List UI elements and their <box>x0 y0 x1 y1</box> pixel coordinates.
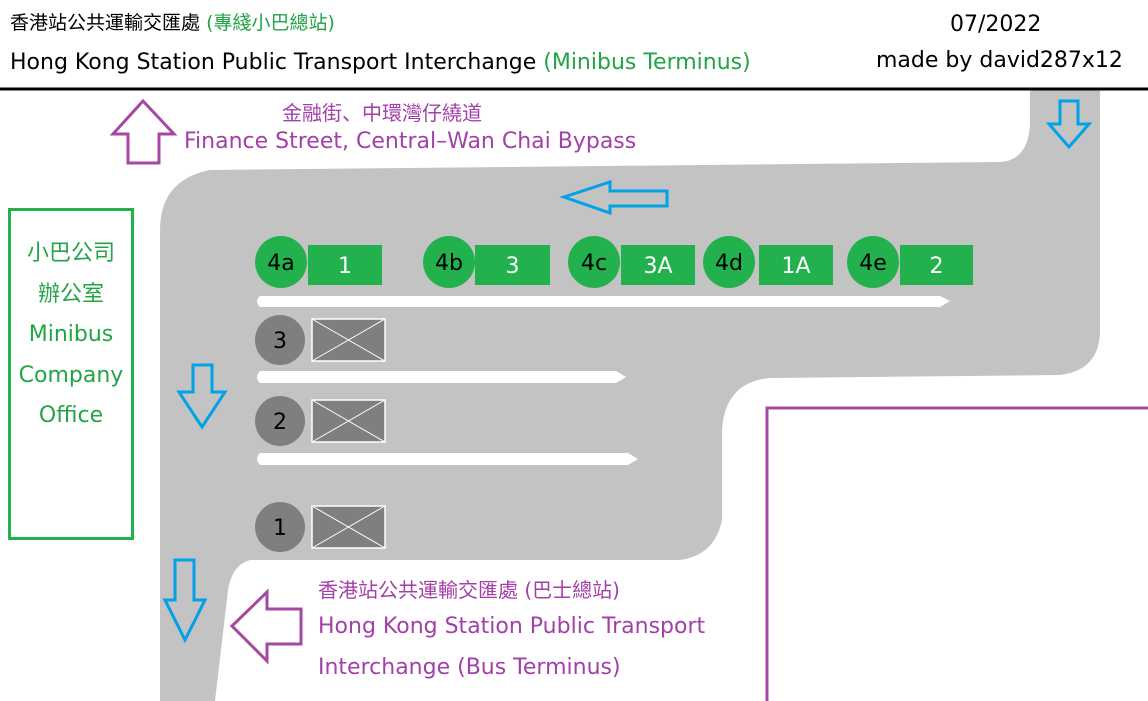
route-number: 1 <box>338 254 352 279</box>
unused-bay-column: 3 2 1 <box>255 315 386 552</box>
bottom-exit-label-en-2: Interchange (Bus Terminus) <box>318 655 621 680</box>
title-en-sub: (Minibus Terminus) <box>543 50 751 75</box>
route-box <box>308 245 382 285</box>
bay-number: 4c <box>581 251 607 276</box>
office-line: Minibus <box>28 322 114 347</box>
top-exit-label-en: Finance Street, Central–Wan Chai Bypass <box>184 129 637 154</box>
cross-line <box>311 318 386 362</box>
bay-number-circle <box>255 502 305 552</box>
bay-number-circle <box>255 315 305 365</box>
route-number: 3A <box>643 254 672 279</box>
unused-bay-1: 1 <box>255 502 386 552</box>
page-title-zh: 香港站公共運輸交匯處 (專綫小巴總站) <box>10 8 335 35</box>
top-exit-label-zh: 金融街、中環灣仔繞道 <box>282 101 482 125</box>
bus-terminus-boundary <box>765 406 1148 701</box>
bay-number: 3 <box>273 329 287 354</box>
minibus-bay-4c: 4c 3A <box>568 236 695 288</box>
minibus-office-box <box>8 208 134 540</box>
bay-number-circle <box>703 236 755 288</box>
office-line: 小巴公司 <box>26 241 115 266</box>
down-arrow-icon <box>176 363 228 430</box>
bay-number-circle <box>568 236 620 288</box>
lane-divider <box>257 371 626 383</box>
bay-number-circle <box>255 396 305 446</box>
title-en-main: Hong Kong Station Public Transport Inter… <box>10 50 537 75</box>
unused-bay-2: 2 <box>255 396 386 446</box>
bay-number-circle <box>255 236 307 288</box>
left-arrow-icon <box>559 179 669 216</box>
bay-number: 2 <box>273 410 287 435</box>
route-box <box>621 245 695 285</box>
date-label: 07/2022 <box>950 12 1042 37</box>
lane-divider <box>257 296 950 307</box>
route-box <box>900 245 973 285</box>
minibus-bay-row: 4a 1 4b 3 4c 3A 4d 1A 4e 2 <box>255 236 973 288</box>
bay-number: 4d <box>715 251 743 276</box>
minibus-office-label: 小巴公司 辦公室 Minibus Company Office <box>8 234 134 437</box>
cross-line <box>311 399 386 443</box>
credit-label: made by david287x12 <box>876 48 1123 73</box>
bay-number: 1 <box>273 516 287 541</box>
lane-divider <box>257 453 638 465</box>
bay-number-circle <box>847 236 899 288</box>
bay-number: 4e <box>859 251 887 276</box>
title-zh-sub: (專綫小巴總站) <box>206 12 335 34</box>
office-line: Office <box>38 403 104 428</box>
route-number: 2 <box>930 254 944 279</box>
route-box <box>475 245 550 285</box>
route-box <box>759 245 833 285</box>
cross-line <box>311 505 386 549</box>
page-title-en: Hong Kong Station Public Transport Inter… <box>10 50 751 75</box>
down-arrow-icon <box>1045 99 1093 150</box>
minibus-bay-4e: 4e 2 <box>847 236 973 288</box>
minibus-bay-4b: 4b 3 <box>423 236 550 288</box>
minibus-bay-4d: 4d 1A <box>703 236 833 288</box>
office-line: 辦公室 <box>37 281 104 307</box>
bottom-exit-label-zh: 香港站公共運輸交匯處 (巴士總站) <box>318 578 620 602</box>
up-arrow-icon <box>109 98 178 165</box>
route-number: 3 <box>506 254 520 279</box>
office-line: Company <box>18 362 124 388</box>
route-number: 1A <box>781 254 810 279</box>
down-arrow-icon <box>162 558 208 644</box>
title-zh-main: 香港站公共運輸交匯處 <box>10 12 201 34</box>
left-arrow-icon <box>229 588 303 665</box>
bottom-exit-label-en-1: Hong Kong Station Public Transport <box>318 614 706 639</box>
bay-number: 4b <box>435 251 463 276</box>
bay-number-circle <box>423 236 475 288</box>
bay-number: 4a <box>267 251 294 276</box>
unused-bay-3: 3 <box>255 315 386 365</box>
minibus-bay-4a: 4a 1 <box>255 236 382 288</box>
